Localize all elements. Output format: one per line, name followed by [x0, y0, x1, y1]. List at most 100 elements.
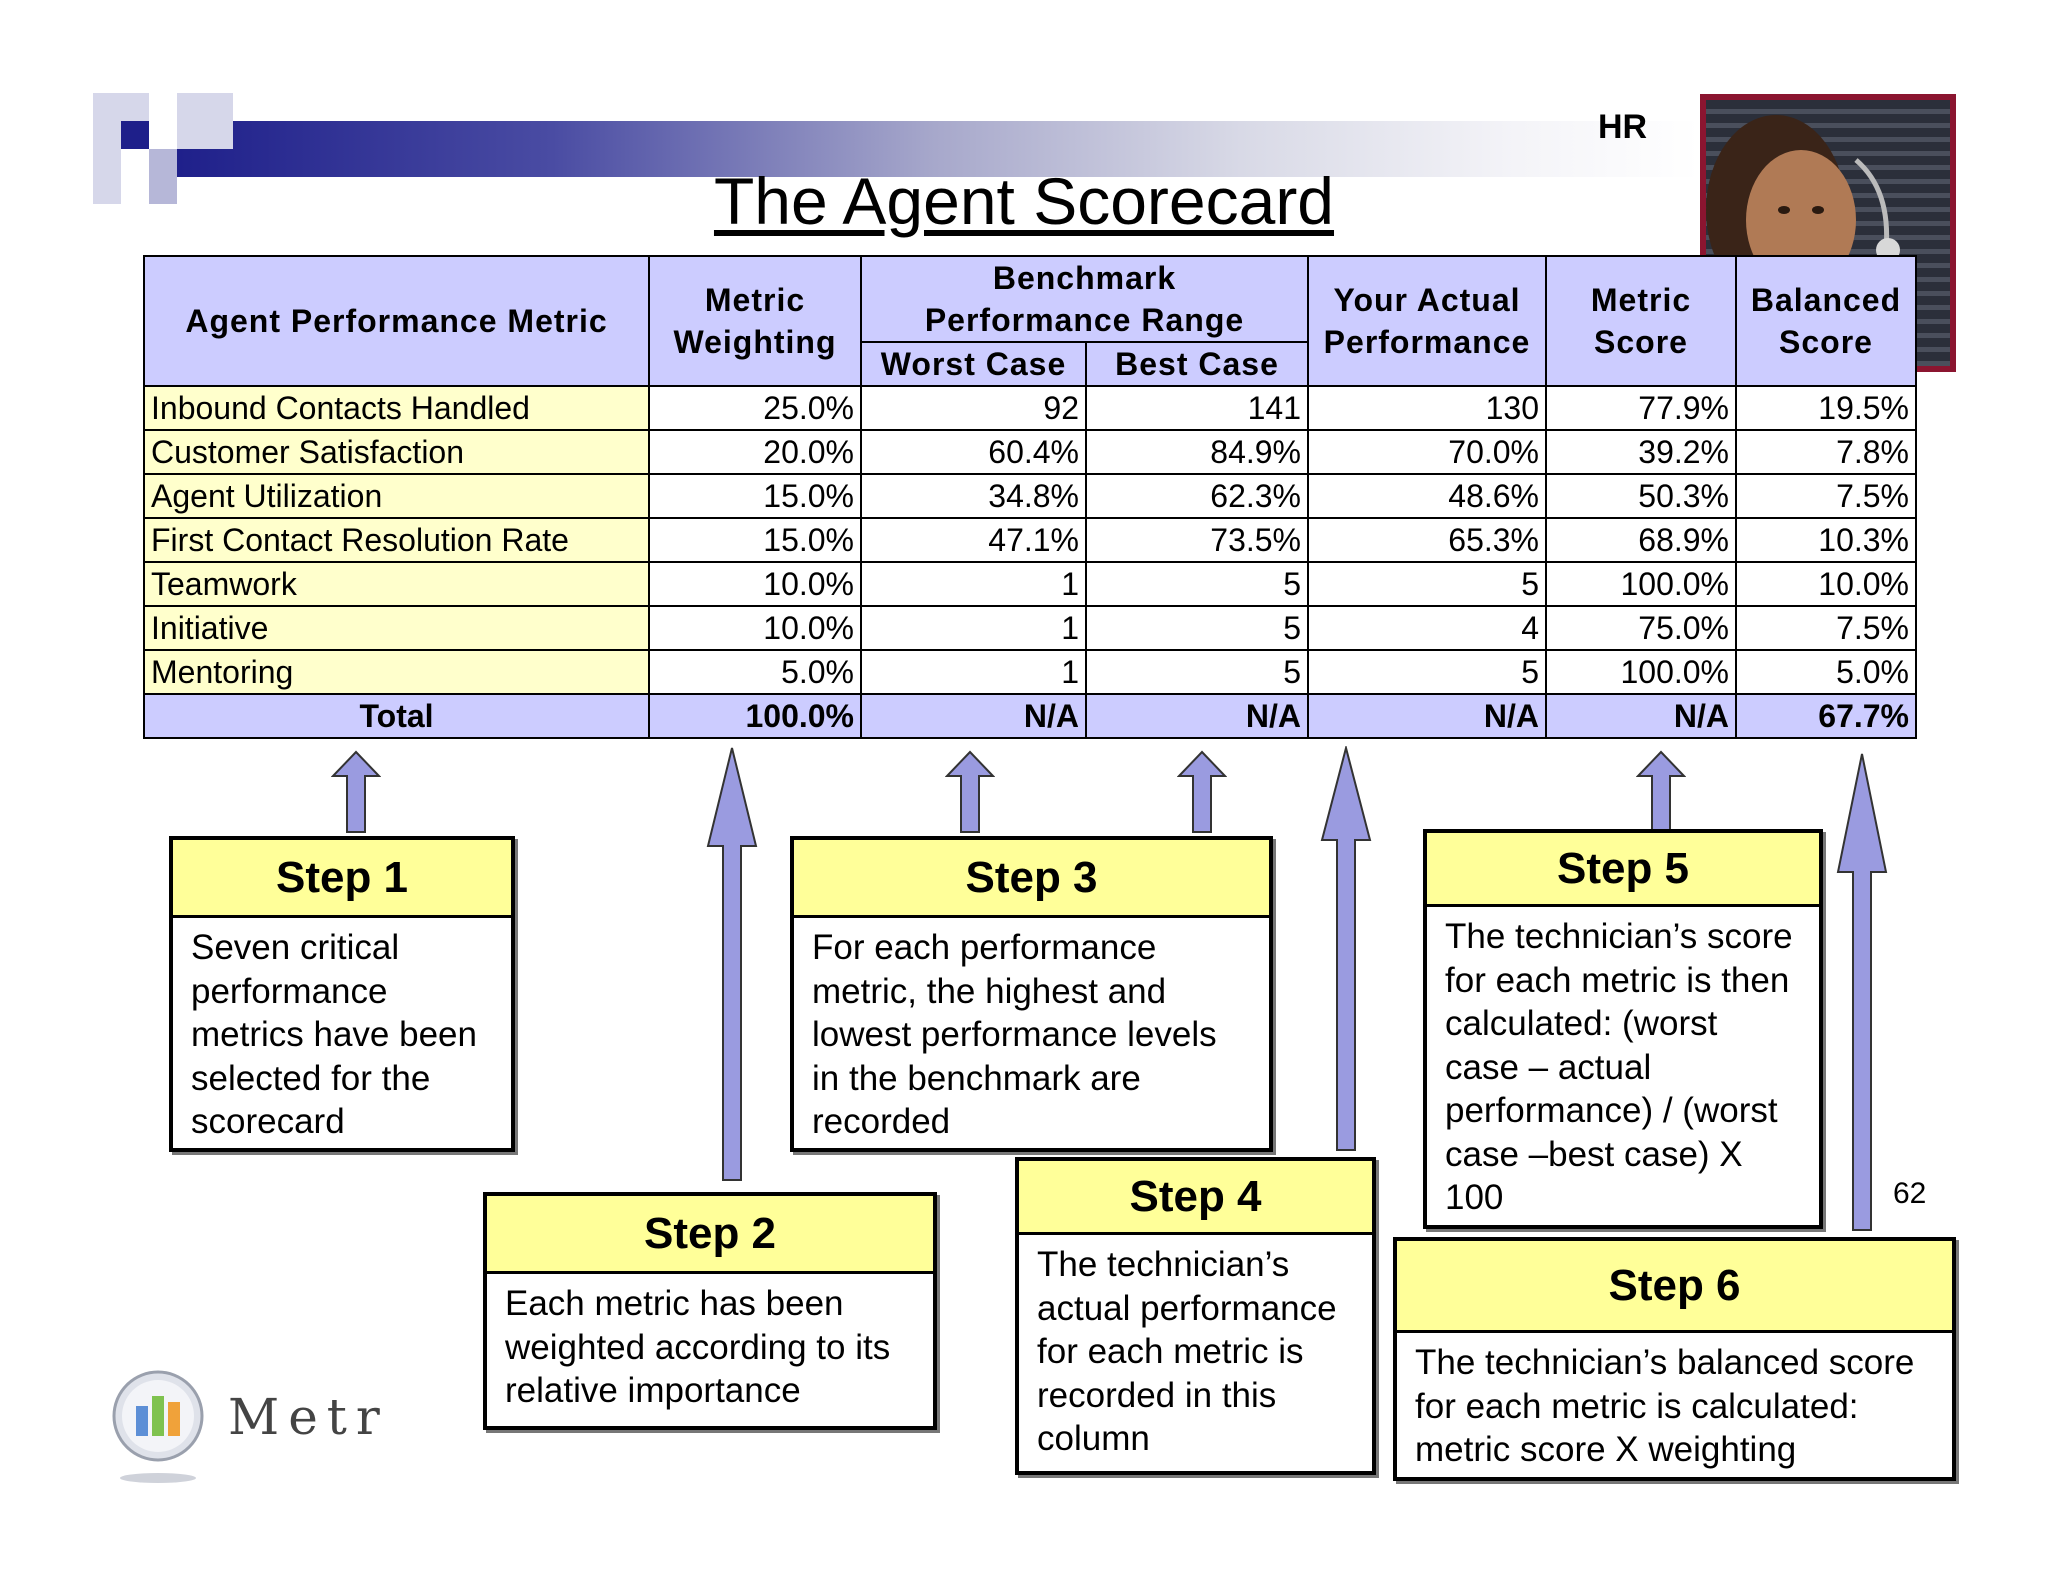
section-label: HR: [1598, 108, 1648, 146]
deco-square: [121, 149, 149, 177]
step-title: Step 5: [1427, 833, 1819, 907]
cell-best: 141: [1085, 385, 1309, 431]
cell-actual: 5: [1307, 649, 1547, 695]
total-weighting: 100.0%: [648, 693, 862, 739]
total-balanced: 67.7%: [1735, 693, 1917, 739]
total-metric-score: N/A: [1545, 693, 1737, 739]
deco-square: [93, 149, 121, 204]
page-number: 62: [1893, 1177, 1927, 1210]
cell-metric: Mentoring: [143, 649, 650, 695]
cell-best: 5: [1085, 649, 1309, 695]
deco-square: [177, 93, 233, 149]
cell-balanced: 7.5%: [1735, 473, 1917, 519]
cell-best: 5: [1085, 605, 1309, 651]
cell-actual: 4: [1307, 605, 1547, 651]
cell-balanced: 7.8%: [1735, 429, 1917, 475]
arrow-up-step4: [1320, 746, 1372, 1151]
arrow-up-step5: [1636, 750, 1686, 833]
cell-balanced: 7.5%: [1735, 605, 1917, 651]
gradient-bar: [170, 121, 1700, 177]
header-worst-case: Worst Case: [860, 341, 1087, 387]
cell-metric-score: 68.9%: [1545, 517, 1737, 563]
total-best: N/A: [1085, 693, 1309, 739]
cell-metric-score: 75.0%: [1545, 605, 1737, 651]
step-title: Step 6: [1397, 1241, 1952, 1333]
cell-actual: 70.0%: [1307, 429, 1547, 475]
cell-weighting: 10.0%: [648, 605, 862, 651]
cell-worst: 1: [860, 649, 1087, 695]
header-best-case: Best Case: [1085, 341, 1309, 387]
metr-logo-icon: [112, 1370, 204, 1483]
deco-square: [149, 121, 177, 149]
cell-metric: Inbound Contacts Handled: [143, 385, 650, 431]
cell-worst: 47.1%: [860, 517, 1087, 563]
total-metric: Total: [143, 693, 650, 739]
cell-actual: 65.3%: [1307, 517, 1547, 563]
page-title: The Agent Scorecard: [713, 164, 1335, 238]
total-worst: N/A: [860, 693, 1087, 739]
cell-weighting: 25.0%: [648, 385, 862, 431]
cell-metric-score: 100.0%: [1545, 649, 1737, 695]
deco-square: [121, 121, 149, 149]
cell-best: 84.9%: [1085, 429, 1309, 475]
deco-square: [149, 149, 177, 177]
cell-metric: First Contact Resolution Rate: [143, 517, 650, 563]
cell-best: 62.3%: [1085, 473, 1309, 519]
cell-weighting: 5.0%: [648, 649, 862, 695]
cell-worst: 34.8%: [860, 473, 1087, 519]
cell-best: 5: [1085, 561, 1309, 607]
arrow-up-step1: [331, 750, 381, 833]
step-title: Step 4: [1019, 1161, 1372, 1235]
total-actual: N/A: [1307, 693, 1547, 739]
cell-balanced: 19.5%: [1735, 385, 1917, 431]
arrow-up-step2: [706, 747, 758, 1181]
cell-worst: 60.4%: [860, 429, 1087, 475]
cell-worst: 1: [860, 605, 1087, 651]
cell-weighting: 20.0%: [648, 429, 862, 475]
cell-metric: Initiative: [143, 605, 650, 651]
cell-actual: 5: [1307, 561, 1547, 607]
cell-worst: 92: [860, 385, 1087, 431]
cell-balanced: 10.0%: [1735, 561, 1917, 607]
deco-square: [149, 177, 177, 204]
cell-balanced: 10.3%: [1735, 517, 1917, 563]
cell-weighting: 10.0%: [648, 561, 862, 607]
header-metric: Agent Performance Metric: [143, 255, 650, 387]
cell-weighting: 15.0%: [648, 517, 862, 563]
cell-metric: Customer Satisfaction: [143, 429, 650, 475]
cell-weighting: 15.0%: [648, 473, 862, 519]
arrow-up-step3-best: [1177, 750, 1227, 833]
cell-actual: 130: [1307, 385, 1547, 431]
cell-metric-score: 100.0%: [1545, 561, 1737, 607]
cell-metric-score: 39.2%: [1545, 429, 1737, 475]
cell-balanced: 5.0%: [1735, 649, 1917, 695]
arrow-up-step3-worst: [945, 750, 995, 833]
step-title: Step 2: [487, 1196, 933, 1274]
step-title: Step 3: [794, 840, 1269, 918]
cell-metric-score: 50.3%: [1545, 473, 1737, 519]
cell-best: 73.5%: [1085, 517, 1309, 563]
